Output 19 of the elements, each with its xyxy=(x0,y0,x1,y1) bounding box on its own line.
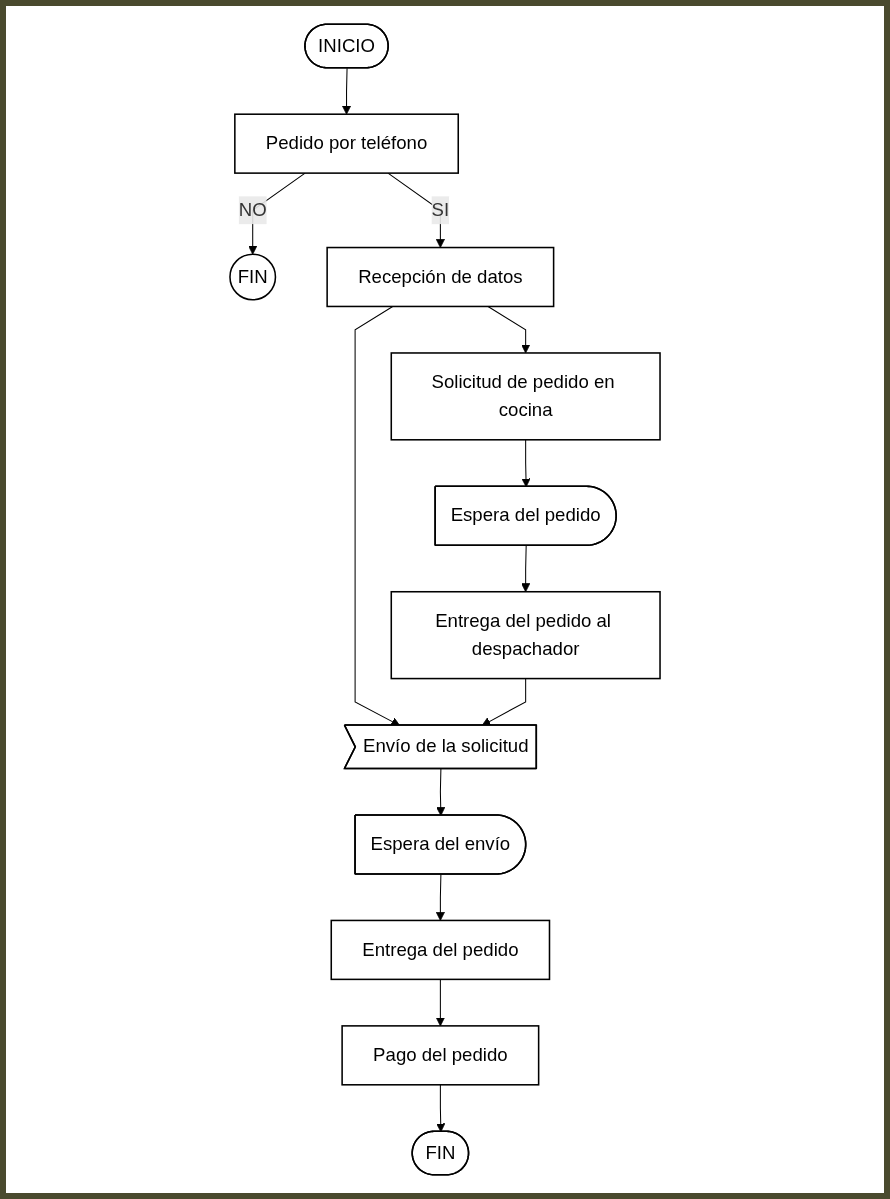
node-circle: FIN xyxy=(229,253,277,301)
arrow xyxy=(435,873,445,921)
arrow xyxy=(435,978,445,1027)
node-box: Solicitud de pedido en cocina xyxy=(390,352,661,441)
arrow xyxy=(521,545,531,593)
edge-label: SI xyxy=(431,199,450,221)
arrow xyxy=(481,678,527,726)
arrow xyxy=(436,768,446,816)
edge-label: NO xyxy=(238,199,267,221)
arrow xyxy=(342,67,352,115)
node-box: Recepción de datos xyxy=(326,246,555,308)
node-box: Entrega del pedido al despachador xyxy=(390,590,661,680)
arrow xyxy=(487,305,531,354)
arrow xyxy=(521,439,531,488)
node-box: Pedido por teléfono xyxy=(234,113,459,174)
arrow xyxy=(436,1084,446,1133)
node-box: Pago del pedido xyxy=(341,1025,540,1086)
arrow xyxy=(354,305,401,726)
node-box: Entrega del pedido xyxy=(330,919,551,981)
